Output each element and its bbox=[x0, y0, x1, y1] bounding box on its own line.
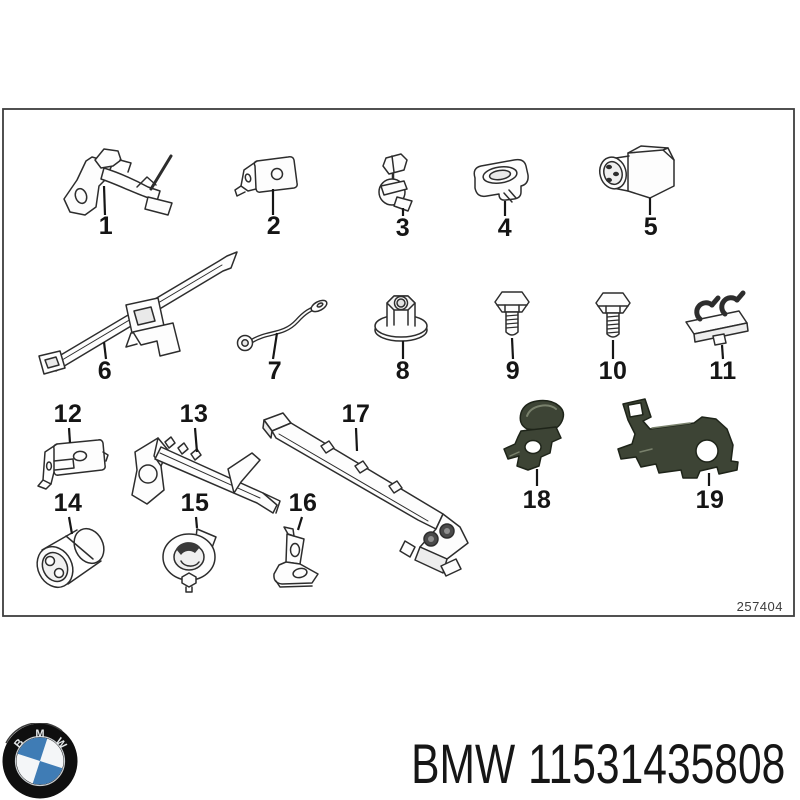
part-4-label: 4 bbox=[497, 214, 513, 242]
part-13-drawing bbox=[131, 436, 281, 514]
part-15-drawing bbox=[162, 528, 217, 593]
part-10-label: 10 bbox=[598, 357, 628, 385]
part-number: 11531435808 bbox=[527, 732, 785, 795]
part-19-drawing bbox=[617, 398, 739, 479]
logo-letter-m: M bbox=[35, 728, 44, 740]
part-3-label: 3 bbox=[395, 214, 411, 242]
part-9-label: 9 bbox=[505, 357, 521, 385]
part-3-drawing bbox=[378, 153, 413, 212]
part-5-drawing bbox=[598, 145, 675, 199]
part-19-label: 19 bbox=[695, 486, 725, 514]
part-1-label: 1 bbox=[98, 212, 114, 240]
part-18-drawing bbox=[503, 399, 565, 471]
leader-lines bbox=[67, 185, 725, 535]
part-14-drawing bbox=[36, 527, 105, 589]
part-11-drawing bbox=[685, 290, 749, 346]
part-13-label: 13 bbox=[179, 400, 209, 428]
part-17-label: 17 bbox=[341, 400, 371, 428]
part-18-label: 18 bbox=[522, 486, 552, 514]
bmw-roundel-icon: B M W bbox=[2, 723, 78, 799]
brand-name: BMW bbox=[410, 732, 515, 795]
part-16-drawing bbox=[273, 526, 319, 588]
part-2-label: 2 bbox=[266, 212, 282, 240]
part-1-drawing bbox=[63, 148, 173, 216]
part-8-drawing bbox=[374, 295, 428, 342]
part-7-label: 7 bbox=[267, 357, 283, 385]
part-10-drawing bbox=[595, 292, 631, 338]
part-5-label: 5 bbox=[643, 213, 659, 241]
part-8-label: 8 bbox=[395, 357, 411, 385]
part-12-label: 12 bbox=[53, 400, 83, 428]
part-7-drawing bbox=[236, 299, 328, 352]
part-2-drawing bbox=[234, 156, 298, 197]
part-15-label: 15 bbox=[180, 489, 210, 517]
part-9-drawing bbox=[494, 291, 530, 336]
part-12-drawing bbox=[37, 439, 109, 490]
part-16-label: 16 bbox=[288, 489, 318, 517]
part-6-label: 6 bbox=[97, 357, 113, 385]
drawing-number: 257404 bbox=[736, 599, 783, 614]
part-14-label: 14 bbox=[53, 489, 83, 517]
bmw-roundel-logo: B M W bbox=[2, 723, 78, 799]
part-11-label: 11 bbox=[709, 357, 737, 385]
part-6-drawing bbox=[38, 251, 238, 375]
part-4-drawing bbox=[473, 158, 529, 203]
part-17-drawing bbox=[262, 412, 469, 577]
